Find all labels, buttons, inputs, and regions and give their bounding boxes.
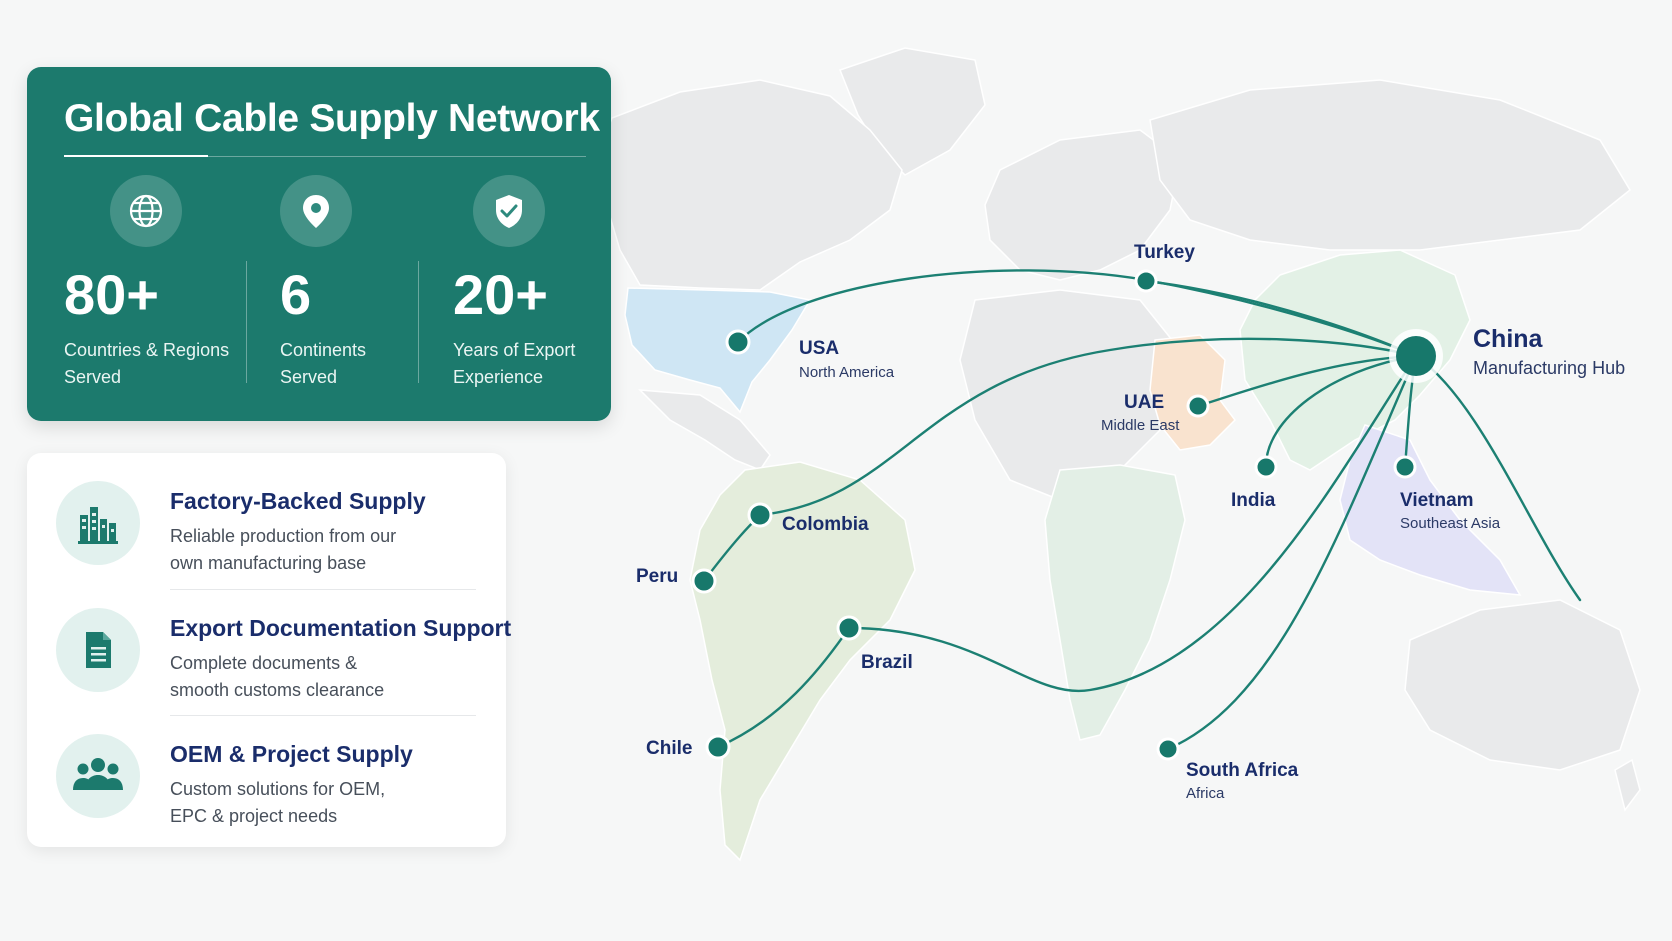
- feature-description-line1: Complete documents &: [170, 653, 358, 673]
- route-usa: [736, 269, 1418, 358]
- australia-shape: [1404, 599, 1641, 771]
- route-brazil: [847, 354, 1418, 693]
- feature-description-line1: Reliable production from our: [170, 526, 397, 546]
- hub-name: China: [1473, 325, 1543, 353]
- stat-years: 20+ Years of Export Experience: [453, 175, 633, 391]
- node-turkey: [1134, 269, 1158, 293]
- feature-factory-backed: Factory-Backed Supply Reliable productio…: [56, 481, 476, 591]
- feature-description-line2: smooth customs clearance: [170, 680, 385, 700]
- feature-export-docs: Export Documentation Support Complete do…: [56, 608, 511, 718]
- tinted-regions: [624, 249, 1522, 862]
- route-india: [1264, 354, 1418, 469]
- features-card: Factory-Backed Supply Reliable productio…: [27, 453, 511, 847]
- people-group-icon: [56, 734, 140, 818]
- stat-label: Countries & Regions Served: [64, 337, 234, 391]
- stat-label-line2: Served: [64, 367, 122, 387]
- landmasses: [599, 47, 1641, 812]
- stat-label-line1: Continents: [280, 340, 367, 360]
- south-america-region: [689, 461, 916, 862]
- feature-description-line1: Custom solutions for OEM,: [170, 779, 386, 799]
- label-uae-sub: Middle East: [1101, 417, 1180, 434]
- route-uae: [1196, 354, 1418, 408]
- feature-description: Complete documents & smooth customs clea…: [170, 650, 440, 704]
- feature-title: Export Documentation Support: [170, 615, 512, 641]
- new-zealand-shape: [1614, 758, 1641, 812]
- label-vietnam: Vietnam: [1400, 490, 1474, 511]
- stat-value: 80+: [64, 263, 159, 326]
- label-india: India: [1231, 490, 1276, 511]
- stat-value: 6: [280, 263, 312, 326]
- feature-description: Custom solutions for OEM, EPC & project …: [170, 776, 440, 830]
- node-south-africa: [1156, 737, 1180, 761]
- label-usa-sub: North America: [799, 364, 895, 381]
- stat-label-line1: Countries & Regions: [64, 340, 230, 360]
- stat-value: 20+: [453, 263, 548, 326]
- label-colombia: Colombia: [782, 514, 869, 535]
- route-lines: [702, 269, 1582, 751]
- title-accent: [64, 155, 208, 157]
- shield-check-icon: [473, 175, 545, 247]
- label-south-africa: South Africa: [1186, 760, 1299, 781]
- node-chile: [705, 734, 731, 760]
- label-turkey: Turkey: [1134, 242, 1195, 263]
- label-brazil: Brazil: [861, 652, 913, 673]
- location-pin-icon: [280, 175, 352, 247]
- route-south-africa: [1166, 354, 1418, 751]
- stat-countries: 80+ Countries & Regions Served: [64, 175, 244, 391]
- stat-label-line1: Years of Export: [453, 340, 576, 360]
- stat-label-line2: Experience: [453, 367, 544, 387]
- label-usa: USA: [799, 338, 840, 359]
- feature-description-line2: own manufacturing base: [170, 553, 367, 573]
- route-australia: [1414, 354, 1582, 602]
- europe-shape: [984, 129, 1181, 281]
- feature-description: Reliable production from our own manufac…: [170, 523, 440, 577]
- stat-continents: 6 Continents Served: [280, 175, 460, 391]
- russia-shape: [1149, 79, 1631, 251]
- feature-oem-project: OEM & Project Supply Custom solutions fo…: [56, 734, 476, 844]
- stat-label: Continents Served: [280, 337, 450, 391]
- feature-title: Factory-Backed Supply: [170, 488, 426, 514]
- node-india: [1254, 455, 1278, 479]
- hub-subtitle: Manufacturing Hub: [1473, 358, 1626, 378]
- node-peru: [691, 568, 717, 594]
- node-uae: [1186, 394, 1210, 418]
- stat-divider: [418, 261, 419, 383]
- feature-description-line2: EPC & project needs: [170, 806, 338, 826]
- document-icon: [56, 608, 140, 692]
- route-colombia: [758, 337, 1418, 517]
- label-vietnam-sub: Southeast Asia: [1400, 515, 1501, 532]
- card-title: Global Cable Supply Network: [64, 97, 600, 140]
- node-china-hub: [1396, 336, 1436, 376]
- node-colombia: [747, 502, 773, 528]
- node-vietnam: [1393, 455, 1417, 479]
- africa-region: [1044, 464, 1186, 741]
- southeast-asia-region: [1339, 424, 1522, 596]
- title-divider: [64, 156, 586, 157]
- feature-title: OEM & Project Supply: [170, 741, 413, 767]
- label-peru: Peru: [636, 566, 679, 587]
- stat-label-line2: Served: [280, 367, 338, 387]
- canada-shape: [599, 79, 903, 291]
- stat-label: Years of Export Experience: [453, 337, 623, 391]
- route-nodes: [691, 269, 1443, 761]
- node-brazil: [836, 615, 862, 641]
- label-uae: UAE: [1124, 392, 1165, 413]
- label-chile: Chile: [646, 738, 693, 759]
- feature-divider: [170, 715, 476, 716]
- node-usa: [725, 329, 751, 355]
- usa-region: [624, 287, 812, 414]
- label-south-africa-sub: Africa: [1186, 785, 1225, 802]
- middle-east-region: [1149, 334, 1236, 451]
- central-america-shape: [638, 389, 771, 471]
- stat-divider: [246, 261, 247, 383]
- feature-divider: [170, 589, 476, 590]
- factory-icon: [56, 481, 140, 565]
- globe-icon: [110, 175, 182, 247]
- stats-card: Global Cable Supply Network 80+ Countrie…: [27, 67, 611, 421]
- route-chile: [716, 626, 851, 749]
